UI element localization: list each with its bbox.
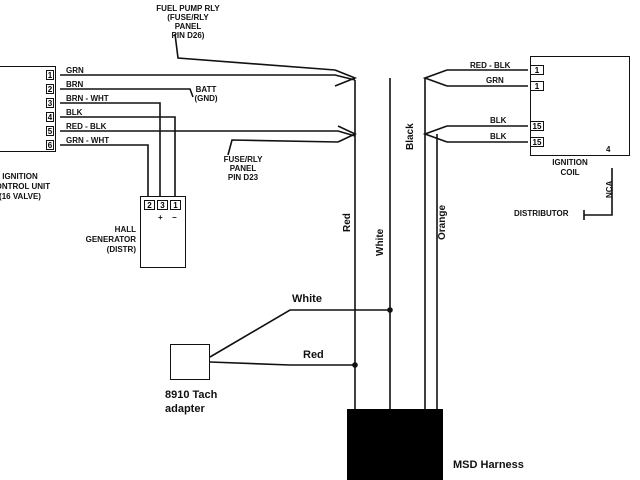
control-unit-label: IGNITION CONTROL UNIT (16 VALVE) <box>0 173 60 201</box>
distributor-wire <box>584 168 613 216</box>
coil-line1: IGNITION <box>552 158 588 167</box>
coil-pin-4-label: 4 <box>606 145 611 154</box>
splice-coil-bot <box>422 125 448 143</box>
cu-line2: CONTROL UNIT <box>0 182 51 191</box>
msd-harness-label: MSD Harness <box>453 459 524 471</box>
junction-red-tach <box>352 362 358 368</box>
tach-white-label: White <box>292 293 322 305</box>
wire-label-grn-wht: GRN - WHT <box>66 136 110 145</box>
wire-label-grn: GRN <box>66 66 84 75</box>
tach-red-wire <box>209 361 355 366</box>
tach-red-label: Red <box>303 349 324 361</box>
fuel-pump-line4: PIN D26) <box>171 31 205 40</box>
fuel-pump-line2: (FUSE/RLY <box>167 13 209 22</box>
wire-label-blk: BLK <box>66 108 83 117</box>
cu-pin-3: 3 <box>46 98 54 108</box>
wire-label-brn: BRN <box>66 80 84 89</box>
coil-pin-1b: 1 <box>530 81 544 91</box>
coil-pin-15a: 15 <box>530 121 544 131</box>
fuel-pump-line1: FUEL PUMP RLY <box>156 4 220 13</box>
fuel-pump-line3: PANEL <box>174 22 202 31</box>
white-wire-label: White <box>375 228 386 256</box>
msd-harness-block <box>347 409 443 480</box>
wire-brn-wht <box>60 102 161 197</box>
hall-plus-sign: + <box>158 213 163 222</box>
red-wire-label: Red <box>342 213 353 232</box>
fuse-d23-wire <box>227 139 339 156</box>
splice-coil-top <box>422 69 448 87</box>
cu-line1: IGNITION <box>2 172 38 181</box>
coil-pin-15b: 15 <box>530 137 544 147</box>
tach-line1: 8910 Tach <box>165 389 218 401</box>
fuse-d23-line3: PIN D23 <box>227 173 259 182</box>
cu-pin-6: 6 <box>46 140 54 150</box>
wire-red-blk <box>60 130 356 137</box>
ignition-coil-label: IGNITION COIL <box>540 159 600 177</box>
hall-minus-sign: − <box>172 213 177 222</box>
fuel-pump-lead <box>174 33 336 71</box>
batt-gnd-label: BATT (GND) <box>188 86 224 103</box>
batt-line2: (GND) <box>194 94 218 103</box>
hall-line1: HALL <box>114 225 136 234</box>
batt-line1: BATT <box>195 85 217 94</box>
wire-blk <box>60 116 176 197</box>
hall-generator-label: HALL GENERATOR (DISTR) <box>82 226 136 254</box>
coil-pin-1a: 1 <box>530 65 544 75</box>
coil-wire-label-red-blk: RED - BLK <box>470 61 511 70</box>
splice-fuel-pump <box>334 69 358 87</box>
orange-wire-label: Orange <box>437 204 448 240</box>
tach-line2: adapter <box>165 403 205 415</box>
coil-line2: COIL <box>560 168 580 177</box>
tach-adapter-box <box>170 344 210 380</box>
junction-white-tach <box>387 307 393 313</box>
wire-brn <box>60 88 194 98</box>
cu-pin-5: 5 <box>46 126 54 136</box>
tach-white-wire <box>209 309 390 358</box>
cu-pin-2: 2 <box>46 84 54 94</box>
fuse-d23-line1: FUSE/RLY <box>223 155 263 164</box>
coil-wire-label-blk-1: BLK <box>490 116 507 125</box>
hall-line3: (DISTR) <box>106 245 136 254</box>
hall-pin-1: 1 <box>170 200 181 210</box>
nca-label: NCA <box>605 180 614 198</box>
cu-pin-4: 4 <box>46 112 54 122</box>
fuel-pump-relay-label: FUEL PUMP RLY (FUSE/RLY PANEL PIN D26) <box>148 5 228 40</box>
wire-label-brn-wht: BRN - WHT <box>66 94 109 103</box>
black-wire-label: Black <box>405 123 416 150</box>
wire-grn <box>60 74 356 81</box>
coil-wire-label-blk-2: BLK <box>490 132 507 141</box>
fuse-d23-line2: PANEL <box>229 164 257 173</box>
hall-line2: GENERATOR <box>85 235 136 244</box>
ignition-coil-box <box>530 56 630 156</box>
coil-wire-label-grn: GRN <box>486 76 504 85</box>
distributor-label: DISTRIBUTOR <box>514 209 569 218</box>
hall-pin-2: 2 <box>144 200 155 210</box>
wire-label-red-blk: RED - BLK <box>66 122 107 131</box>
cu-pin-1: 1 <box>46 70 54 80</box>
hall-pin-3: 3 <box>157 200 168 210</box>
cu-line3: (16 VALVE) <box>0 192 41 201</box>
fuse-d23-label: FUSE/RLY PANEL PIN D23 <box>216 156 270 182</box>
wire-grn-wht <box>60 144 149 197</box>
tach-adapter-label: 8910 Tach adapter <box>165 390 217 415</box>
control-unit-box <box>0 66 56 152</box>
